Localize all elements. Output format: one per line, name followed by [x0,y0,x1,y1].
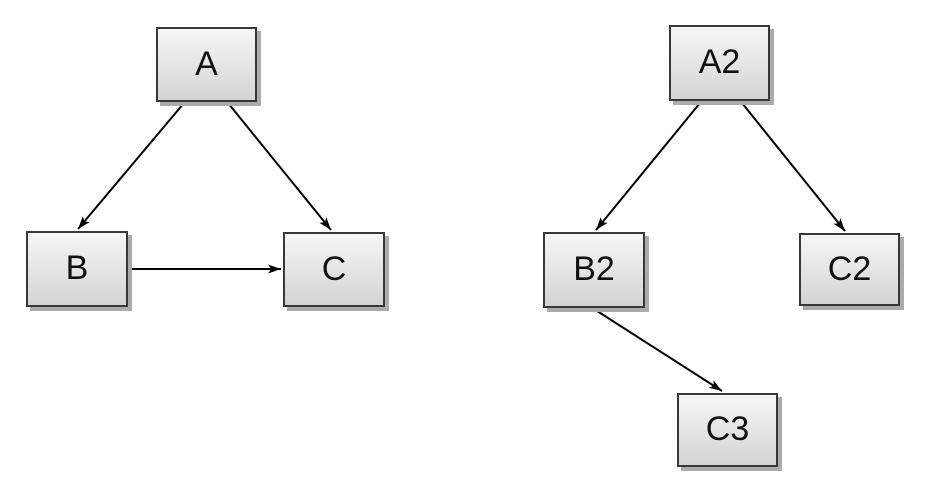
node-C[interactable]: C [283,232,385,307]
edge-A-B [77,102,185,230]
node-label: C3 [705,410,750,448]
node-B[interactable]: B [26,231,128,307]
node-label: B [65,249,89,287]
edge-A-C [227,102,332,231]
node-label: A [195,44,218,83]
node-label: A2 [698,43,741,81]
node-label: C2 [827,249,872,288]
node-label: C [321,249,347,288]
node-label: B2 [573,250,615,288]
node-C3[interactable]: C3 [677,393,778,467]
edge-B2-C3 [593,308,723,392]
edge-A2-C2 [741,102,846,232]
node-A[interactable]: A [156,27,257,102]
node-B2[interactable]: B2 [543,232,645,308]
edge-A2-B2 [595,102,701,231]
node-A2[interactable]: A2 [669,25,770,101]
node-C2[interactable]: C2 [799,233,900,306]
